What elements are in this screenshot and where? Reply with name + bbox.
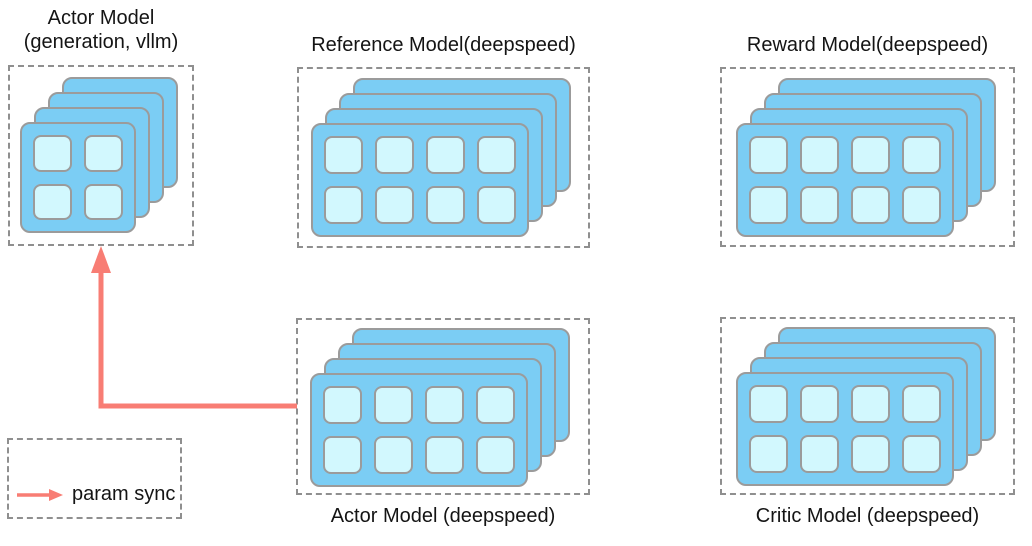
gpu-square bbox=[84, 135, 123, 172]
gpu-grid bbox=[22, 124, 134, 231]
gpu-square bbox=[324, 136, 363, 174]
gpu-grid bbox=[738, 374, 952, 484]
gpu-square bbox=[902, 186, 941, 224]
actor-vllm-title-line1: Actor Model bbox=[47, 7, 155, 29]
gpu-square bbox=[477, 136, 516, 174]
reward-model-box bbox=[720, 67, 1015, 247]
gpu-card bbox=[311, 123, 529, 237]
actor-deepspeed-box bbox=[296, 318, 590, 495]
legend-label: param sync bbox=[72, 483, 176, 505]
gpu-square bbox=[749, 435, 788, 473]
reference-model-gpu-stack bbox=[311, 78, 571, 237]
critic-model-gpu-stack bbox=[736, 327, 996, 486]
reference-model-title: Reference Model(deepspeed) bbox=[311, 34, 576, 56]
gpu-square bbox=[800, 435, 839, 473]
gpu-square bbox=[324, 186, 363, 224]
gpu-square bbox=[477, 186, 516, 224]
gpu-square bbox=[851, 136, 890, 174]
gpu-square bbox=[749, 385, 788, 423]
actor-vllm-title-line2: (generation, vllm) bbox=[23, 31, 179, 53]
gpu-square bbox=[426, 186, 465, 224]
gpu-square bbox=[851, 385, 890, 423]
gpu-square bbox=[851, 435, 890, 473]
gpu-square bbox=[425, 436, 464, 474]
gpu-square bbox=[902, 435, 941, 473]
gpu-square bbox=[902, 136, 941, 174]
gpu-square bbox=[375, 186, 414, 224]
gpu-card bbox=[310, 373, 528, 487]
reward-model-title: Reward Model(deepspeed) bbox=[746, 34, 989, 56]
gpu-square bbox=[800, 186, 839, 224]
gpu-square bbox=[749, 136, 788, 174]
legend-row: param sync bbox=[16, 483, 175, 506]
gpu-square bbox=[374, 436, 413, 474]
legend-box: param sync bbox=[7, 438, 182, 519]
gpu-square bbox=[800, 136, 839, 174]
actor-vllm-title: Actor Model (generation, vllm) bbox=[8, 6, 194, 54]
gpu-grid bbox=[312, 375, 526, 485]
param-sync-legend-arrow-icon bbox=[17, 488, 63, 501]
critic-model-box bbox=[720, 317, 1015, 495]
gpu-square bbox=[851, 186, 890, 224]
gpu-card bbox=[736, 372, 954, 486]
gpu-square bbox=[902, 385, 941, 423]
gpu-square bbox=[800, 385, 839, 423]
gpu-square bbox=[84, 183, 123, 220]
gpu-card bbox=[20, 122, 136, 233]
param-sync-arrowhead-icon bbox=[91, 246, 111, 273]
reference-model-box bbox=[297, 67, 590, 248]
gpu-square bbox=[749, 186, 788, 224]
gpu-square bbox=[476, 386, 515, 424]
gpu-grid bbox=[738, 125, 952, 235]
critic-model-title: Critic Model (deepspeed) bbox=[755, 505, 980, 527]
actor-deepspeed-gpu-stack bbox=[310, 328, 570, 487]
gpu-square bbox=[33, 135, 72, 172]
gpu-square bbox=[476, 436, 515, 474]
param-sync-arrow-line bbox=[98, 270, 297, 409]
gpu-square bbox=[375, 136, 414, 174]
actor-vllm-box bbox=[8, 65, 194, 246]
gpu-square bbox=[374, 386, 413, 424]
gpu-square bbox=[426, 136, 465, 174]
gpu-square bbox=[323, 436, 362, 474]
reward-model-gpu-stack bbox=[736, 78, 996, 237]
gpu-square bbox=[323, 386, 362, 424]
gpu-square bbox=[425, 386, 464, 424]
gpu-card bbox=[736, 123, 954, 237]
gpu-square bbox=[33, 183, 72, 220]
gpu-grid bbox=[313, 125, 527, 235]
actor-vllm-gpu-stack bbox=[20, 77, 178, 233]
actor-deepspeed-title: Actor Model (deepspeed) bbox=[330, 505, 556, 527]
